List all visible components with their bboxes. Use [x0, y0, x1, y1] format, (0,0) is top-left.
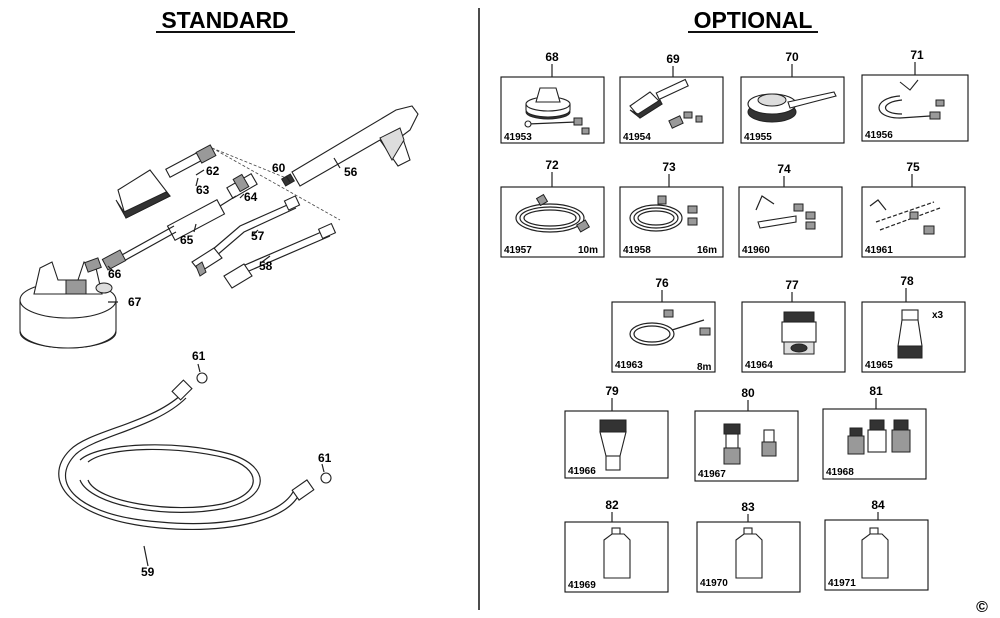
- catalogue-number: 41966: [568, 466, 596, 477]
- patio-cleaner-icon: [19, 257, 117, 349]
- catalogue-number: 41971: [828, 578, 856, 589]
- accessory-box-80: [694, 410, 799, 482]
- callout-81: 81: [869, 384, 883, 398]
- hose-length: 16m: [697, 245, 717, 256]
- callout-59: 59: [141, 565, 155, 579]
- callout-60: 60: [272, 161, 286, 175]
- callout-82: 82: [605, 498, 619, 512]
- o-ring-icon: [196, 372, 208, 384]
- hose-icon: [515, 193, 591, 233]
- catalogue-number: 41969: [568, 580, 596, 591]
- catalogue-number: 41957: [504, 245, 532, 256]
- hose-length: 8m: [697, 362, 712, 373]
- callout-64: 64: [244, 190, 258, 204]
- brush-icon: [629, 78, 703, 129]
- catalogue-number: 41960: [742, 245, 770, 256]
- hose-icon: [58, 379, 315, 530]
- callout-63: 63: [196, 183, 210, 197]
- callout-74: 74: [777, 162, 791, 176]
- angled-lance-icon: [755, 195, 816, 230]
- detergent-bottle-icon: [861, 527, 889, 579]
- callout-72: 72: [545, 158, 559, 172]
- hose-icon: [629, 195, 698, 232]
- hose-icon: [629, 309, 711, 346]
- callout-69: 69: [666, 52, 680, 66]
- catalogue-number: 41963: [615, 360, 643, 371]
- rotary-brush-icon: [747, 91, 837, 123]
- patio-cleaner-icon: [524, 87, 590, 135]
- accessory-box-71: [861, 74, 969, 142]
- hose-length: 10m: [578, 245, 598, 256]
- callout-73: 73: [662, 160, 676, 174]
- callout-61: 61: [318, 451, 332, 465]
- callout-58: 58: [259, 259, 273, 273]
- callout-56: 56: [344, 165, 358, 179]
- catalogue-number: 41967: [698, 469, 726, 480]
- vario-lance-icon: [191, 195, 301, 277]
- catalogue-number: 41964: [745, 360, 773, 371]
- callout-68: 68: [545, 50, 559, 64]
- callout-70: 70: [785, 50, 799, 64]
- callout-65: 65: [180, 233, 194, 247]
- callout-67: 67: [128, 295, 142, 309]
- optional-heading: OPTIONAL: [694, 7, 813, 33]
- lance-extension-icon: [101, 195, 237, 271]
- rotary-lance-icon: [223, 222, 337, 289]
- nozzle-icon: [897, 309, 923, 359]
- catalogue-number: 41961: [865, 245, 893, 256]
- accessory-boxes: [500, 74, 969, 593]
- callout-77: 77: [785, 278, 799, 292]
- catalogue-number: 41955: [744, 132, 772, 143]
- callout-75: 75: [906, 160, 920, 174]
- copyright-mark: ©: [976, 599, 988, 616]
- standard-parts-drawing: [19, 105, 419, 567]
- callout-84: 84: [871, 498, 885, 512]
- catalogue-number: 41953: [504, 132, 532, 143]
- catalogue-number: 41965: [865, 360, 893, 371]
- nozzle-icon: [599, 419, 627, 471]
- quantity-label: x3: [932, 310, 944, 321]
- callout-61: 61: [192, 349, 206, 363]
- catalogue-number: 41954: [623, 132, 651, 143]
- catalogue-number: 41956: [865, 130, 893, 141]
- connector-set-icon: [847, 419, 911, 455]
- detergent-bottle-icon: [603, 527, 631, 579]
- callout-76: 76: [655, 276, 669, 290]
- callout-62: 62: [206, 164, 220, 178]
- callout-83: 83: [741, 500, 755, 514]
- coupling-icon: [781, 311, 817, 355]
- telescopic-lance-icon: [869, 199, 941, 235]
- detergent-bottle-icon: [735, 527, 763, 579]
- connector-set-icon: [723, 423, 777, 465]
- callout-57: 57: [251, 229, 265, 243]
- catalogue-number: 41968: [826, 467, 854, 478]
- catalogue-number: 41970: [700, 578, 728, 589]
- connector-icon: [226, 173, 258, 199]
- o-ring-icon: [320, 472, 332, 484]
- callout-79: 79: [605, 384, 619, 398]
- accessory-box-75: [861, 186, 966, 258]
- brush-icon: [115, 144, 217, 219]
- standard-heading: STANDARD: [161, 7, 288, 33]
- callout-66: 66: [108, 267, 122, 281]
- callout-78: 78: [900, 274, 914, 288]
- callout-80: 80: [741, 386, 755, 400]
- spray-gun-icon: [280, 105, 419, 187]
- catalogue-number: 41958: [623, 245, 651, 256]
- callout-71: 71: [910, 48, 924, 62]
- pipe-cleaning-hose-icon: [878, 79, 945, 120]
